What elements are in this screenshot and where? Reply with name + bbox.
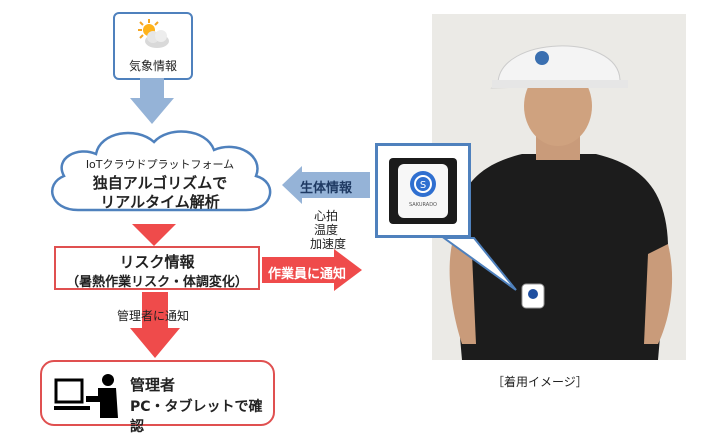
cloud-algorithm-label: 独自アルゴリズムで [92,174,228,192]
cloud-platform-label: IoTクラウドプラットフォーム [85,158,235,171]
weather-label: 気象情報 [128,59,177,73]
risk-subtitle: （暑熱作業リスク・体調変化） [66,275,248,290]
notify-manager-label: 管理者に通知 [117,309,190,323]
device-brand: SAKURADO [409,202,437,208]
sun-cloud-icon [138,19,169,48]
manager-box: 管理者 PC・タブレットで確認 [40,360,275,435]
callout-pointer [440,237,517,291]
device-callout: S SAKURADO [375,143,471,238]
worker-illustration [432,14,686,360]
wearing-photo [432,14,686,360]
bio-info-label: 生体情報 [300,181,353,196]
notify-worker-label: 作業員に通知 [268,267,347,282]
risk-title: リスク情報 [119,253,195,271]
svg-text:S: S [420,180,426,191]
device-logo-icon: S [410,171,436,197]
bio-item-heart: 心拍 [314,209,339,223]
bio-item-temp: 温度 [314,223,339,237]
cloud-analysis-label: リアルタイム解析 [100,193,220,211]
arrow-down-red-icon [132,224,176,246]
arrow-left-blue-icon [282,166,370,204]
manager-title: 管理者 [130,376,176,394]
cloud-shape [51,130,272,212]
risk-info-box: リスク情報 （暑熱作業リスク・体調変化） [54,246,260,290]
manager-subtitle: PC・タブレットで確認 [130,399,263,435]
weather-box: 気象情報 [113,12,193,80]
photo-caption: ［着用イメージ］ [492,375,588,389]
arrow-down-red-long-icon [130,292,180,358]
device-closeup: S SAKURADO [389,158,457,224]
device-body: S SAKURADO [398,164,448,218]
arrow-right-red-icon [262,249,362,291]
bio-item-accel: 加速度 [310,237,347,251]
arrow-down-blue-icon [130,78,174,124]
manager-at-computer-icon [54,374,118,418]
